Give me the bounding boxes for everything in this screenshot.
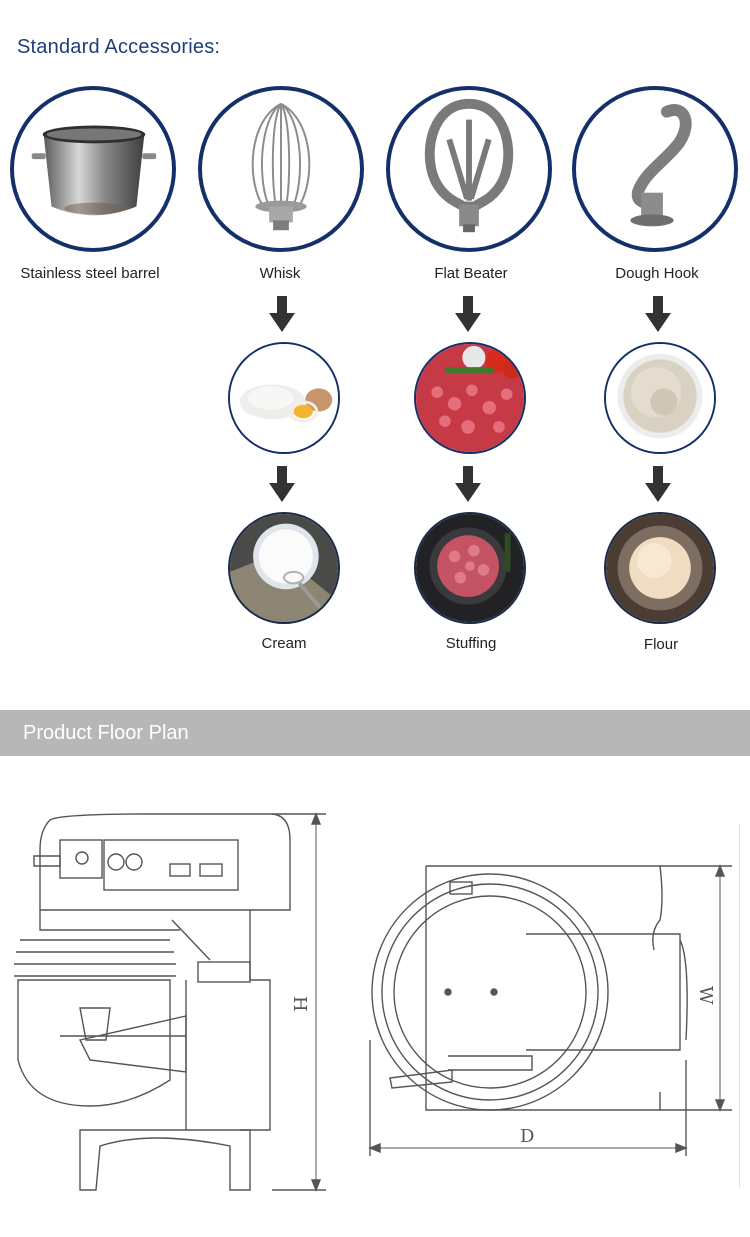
label-flat-beater: Flat Beater [434, 265, 508, 282]
height-dimension-label: H [289, 996, 310, 1012]
label-stainless-steel-barrel: Stainless steel barrel [20, 265, 160, 282]
floor-plan-title: Product Floor Plan [23, 722, 189, 744]
flour-bowl-icon [604, 342, 716, 454]
mixer-side-view-drawing: H [0, 800, 340, 1200]
steel-bowl-icon [10, 86, 176, 252]
whisk-icon [198, 86, 364, 252]
down-arrow-icon [645, 296, 671, 332]
dough-ball-icon [604, 512, 716, 624]
flour-and-egg-icon [228, 342, 340, 454]
width-dimension-label: W [695, 986, 716, 1005]
floor-plan-banner: Product Floor Plan [0, 710, 750, 756]
dough-hook-icon [572, 86, 738, 252]
down-arrow-icon [269, 296, 295, 332]
label-cream: Cream [261, 635, 307, 652]
stuffing-pan-icon [414, 512, 526, 624]
depth-dimension-label: D [520, 1126, 534, 1147]
accessories-heading: Standard Accessories: [17, 36, 221, 58]
edge-divider [739, 824, 740, 1188]
down-arrow-icon [455, 296, 481, 332]
minced-meat-icon [414, 342, 526, 454]
label-stuffing: Stuffing [445, 635, 497, 652]
flat-beater-icon [386, 86, 552, 252]
down-arrow-icon [269, 466, 295, 502]
mixer-top-view-drawing: W D [360, 860, 750, 1160]
label-flour: Flour [643, 636, 679, 653]
cream-bowl-icon [228, 512, 340, 624]
label-whisk: Whisk [259, 265, 301, 282]
label-dough-hook: Dough Hook [615, 265, 699, 282]
down-arrow-icon [645, 466, 671, 502]
down-arrow-icon [455, 466, 481, 502]
